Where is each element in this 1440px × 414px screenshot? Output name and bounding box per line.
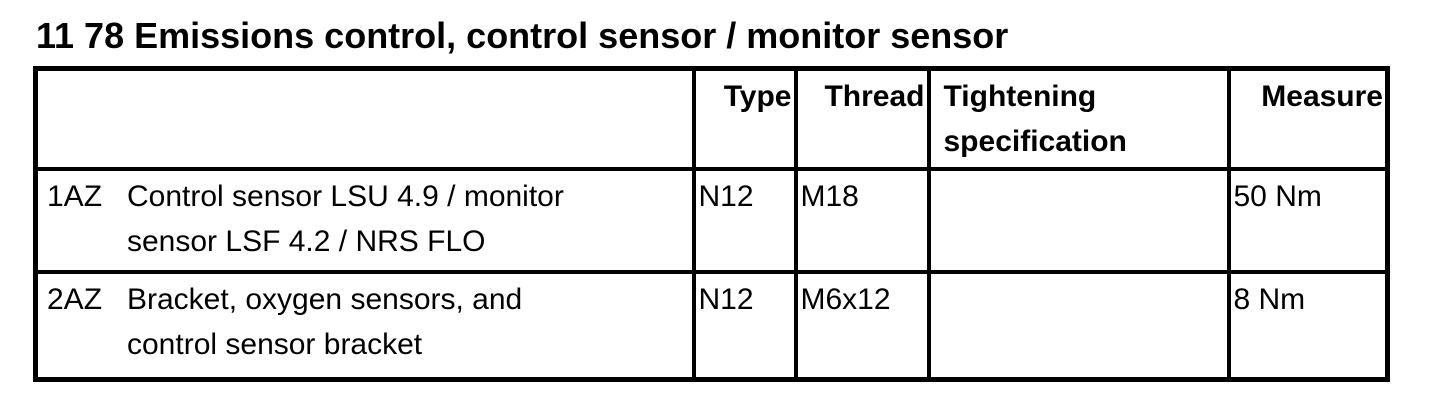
cell-type: N12 [691,167,798,274]
header-type: Type [691,66,798,171]
cell-measure: 50 Nm [1226,167,1390,274]
spec-table: Type Thread Tightening specification Mea… [33,66,1390,382]
cell-type: N12 [691,270,798,381]
table-row: 1AZ Control sensor LSU 4.9 / monitor sen… [33,167,1390,274]
header-measure: Measure [1226,66,1390,171]
cell-item: 1AZ Control sensor LSU 4.9 / monitor sen… [33,167,696,274]
cell-tightening-specification [926,167,1231,274]
cell-thread: M6x12 [793,270,931,381]
page-title: 11 78 Emissions control, control sensor … [36,15,1009,56]
header-item [33,66,696,171]
header-tightening-specification: Tightening specification [926,66,1231,171]
cell-tightening-specification [926,270,1231,381]
item-group: 2AZ Bracket, oxygen sensors, and control… [41,277,690,367]
header-thread: Thread [793,66,931,171]
cell-item: 2AZ Bracket, oxygen sensors, and control… [33,270,696,381]
table-row: 2AZ Bracket, oxygen sensors, and control… [33,270,1390,381]
row-description: Bracket, oxygen sensors, and control sen… [127,283,523,361]
row-id: 1AZ [47,180,103,213]
row-id: 2AZ [47,283,103,316]
item-group: 1AZ Control sensor LSU 4.9 / monitor sen… [41,174,690,264]
header-row: Type Thread Tightening specification Mea… [33,66,1390,171]
cell-measure: 8 Nm [1226,270,1390,381]
row-description: Control sensor LSU 4.9 / monitor sensor … [127,180,564,258]
cell-thread: M18 [793,167,931,274]
